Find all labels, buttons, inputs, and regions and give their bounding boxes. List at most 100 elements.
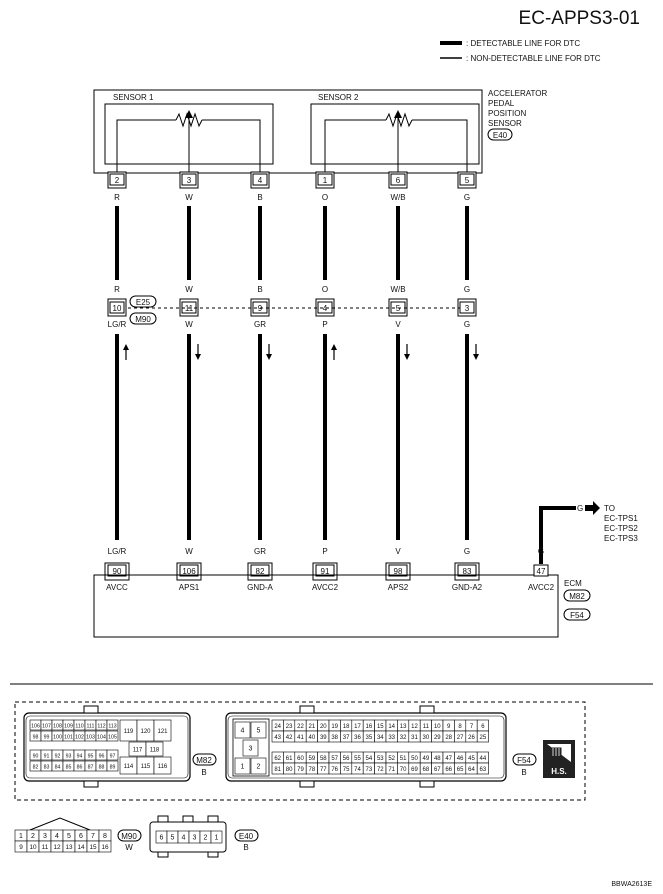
pin-number: 74 (354, 767, 361, 773)
signal-down-arrow-head (404, 354, 410, 360)
pin-number: 63 (480, 767, 487, 773)
pin-number: 86 (77, 764, 83, 770)
ecm-wire-color: LG/R (108, 547, 127, 556)
sensor1-circuit (116, 119, 176, 173)
pin-number: 99 (44, 734, 50, 740)
pin-number: 80 (286, 767, 293, 773)
pin-number: 5 (257, 727, 261, 734)
pin-cell (234, 721, 251, 739)
sensor2-circuit-right (412, 119, 468, 173)
ecm-pin-box (179, 564, 199, 577)
sensor-pin: 6 (396, 176, 401, 185)
pin-number: 76 (331, 767, 338, 773)
ecm-connector-1: M82 (569, 592, 585, 601)
relay-in-color: W (185, 285, 193, 294)
m90-view-badge (117, 829, 142, 842)
pin-number: 13 (65, 844, 73, 851)
relay-in-color: B (257, 285, 262, 294)
pin-number: 15 (89, 844, 97, 851)
ecm-connector-2-badge (563, 608, 591, 621)
sensor-name-2: PEDAL (488, 99, 515, 108)
sensor-pin-box (459, 173, 475, 186)
pin-number: 2 (257, 763, 261, 770)
sensor2-resistor (385, 112, 413, 128)
ecm-pin-box (457, 564, 477, 577)
pin-number: 28 (445, 735, 452, 741)
pin-number: 100 (53, 734, 62, 740)
pin-number: 20 (320, 724, 327, 730)
branch-to-color: G (577, 504, 583, 513)
signal-down-arrow-head (195, 354, 201, 360)
pin-number: 4 (182, 834, 186, 841)
relay-top-label: E25 (136, 298, 151, 307)
pin-number: 69 (411, 767, 418, 773)
pin-number: 12 (411, 724, 418, 730)
pin-number: 51 (400, 756, 407, 762)
m82-view-name: M82 (196, 756, 212, 765)
ecm-pin-label: GND-A2 (452, 583, 483, 592)
pin-number: 70 (400, 767, 407, 773)
pin-number: 96 (99, 753, 105, 759)
signal-down-arrow-head (473, 354, 479, 360)
pin-cell (106, 730, 119, 742)
pin-number: 16 (366, 724, 373, 730)
pin-number: 6 (160, 834, 164, 841)
ecm-pin: 91 (321, 567, 330, 576)
pin-number: 52 (388, 756, 395, 762)
pin-number: 93 (66, 753, 72, 759)
pin-number: 26 (468, 735, 475, 741)
pin-number: 113 (108, 723, 116, 729)
sensor-pin-box (109, 173, 125, 186)
ecm-box (93, 574, 559, 638)
pin-number: 56 (343, 756, 350, 762)
pin-number: 23 (286, 724, 293, 730)
relay-bottom-badge (129, 312, 157, 325)
sensor-pin-box (390, 173, 406, 186)
ecm-pin-box (107, 564, 127, 577)
f54-view-color: B (521, 768, 526, 777)
sensor-outer-box (93, 89, 483, 174)
sensor-wire-color: R (114, 193, 120, 202)
pin-cell (106, 760, 119, 772)
pin-number: 62 (274, 756, 281, 762)
pin-number: 112 (97, 723, 105, 729)
pin-number: 67 (434, 767, 441, 773)
m90-view-name: M90 (121, 832, 137, 841)
sensor-pin: 2 (115, 176, 120, 185)
pin-number: 57 (331, 756, 338, 762)
branch-wire (539, 506, 576, 564)
pin-number: 1 (241, 763, 245, 770)
pin-number: 108 (53, 723, 62, 729)
pin-number: 92 (55, 753, 61, 759)
relay-out-color: P (322, 320, 327, 329)
pin-number: 5 (67, 833, 71, 840)
hs-badge-label: H.S. (551, 767, 567, 776)
sensor2-wiper-arrow (394, 110, 402, 118)
relay-out-color: G (464, 320, 470, 329)
pin-number: 31 (411, 735, 418, 741)
pin-number: 71 (388, 767, 395, 773)
relay-out-color: GR (254, 320, 266, 329)
pin-number: 3 (249, 745, 253, 752)
pin-number: 97 (110, 753, 116, 759)
sensor1-wiper-arrow (185, 110, 193, 118)
pin-number: 4 (241, 727, 245, 734)
pin-number: 2 (31, 833, 35, 840)
ecm-wire-color: W (185, 547, 193, 556)
wire-layer: 2RR10LG/RLG/R90AVCC3WW11WW106APS14BB9GRG… (104, 171, 483, 592)
pin-number: 45 (468, 756, 475, 762)
pin-number: 14 (77, 844, 85, 851)
pin-number: 104 (97, 734, 106, 740)
relay-top-badge (129, 295, 157, 308)
ecm-wire-color: GR (254, 547, 266, 556)
ecm-wire-color: V (395, 547, 401, 556)
sensor2-label: SENSOR 2 (318, 93, 359, 102)
pin-cell (153, 756, 172, 775)
pin-cell (250, 757, 267, 775)
sensor-wire-color: W/B (390, 193, 405, 202)
pin-number: 4 (55, 833, 59, 840)
relay-in-color: R (114, 285, 120, 294)
pin-number: 10 (434, 724, 441, 730)
pin-number: 55 (354, 756, 361, 762)
